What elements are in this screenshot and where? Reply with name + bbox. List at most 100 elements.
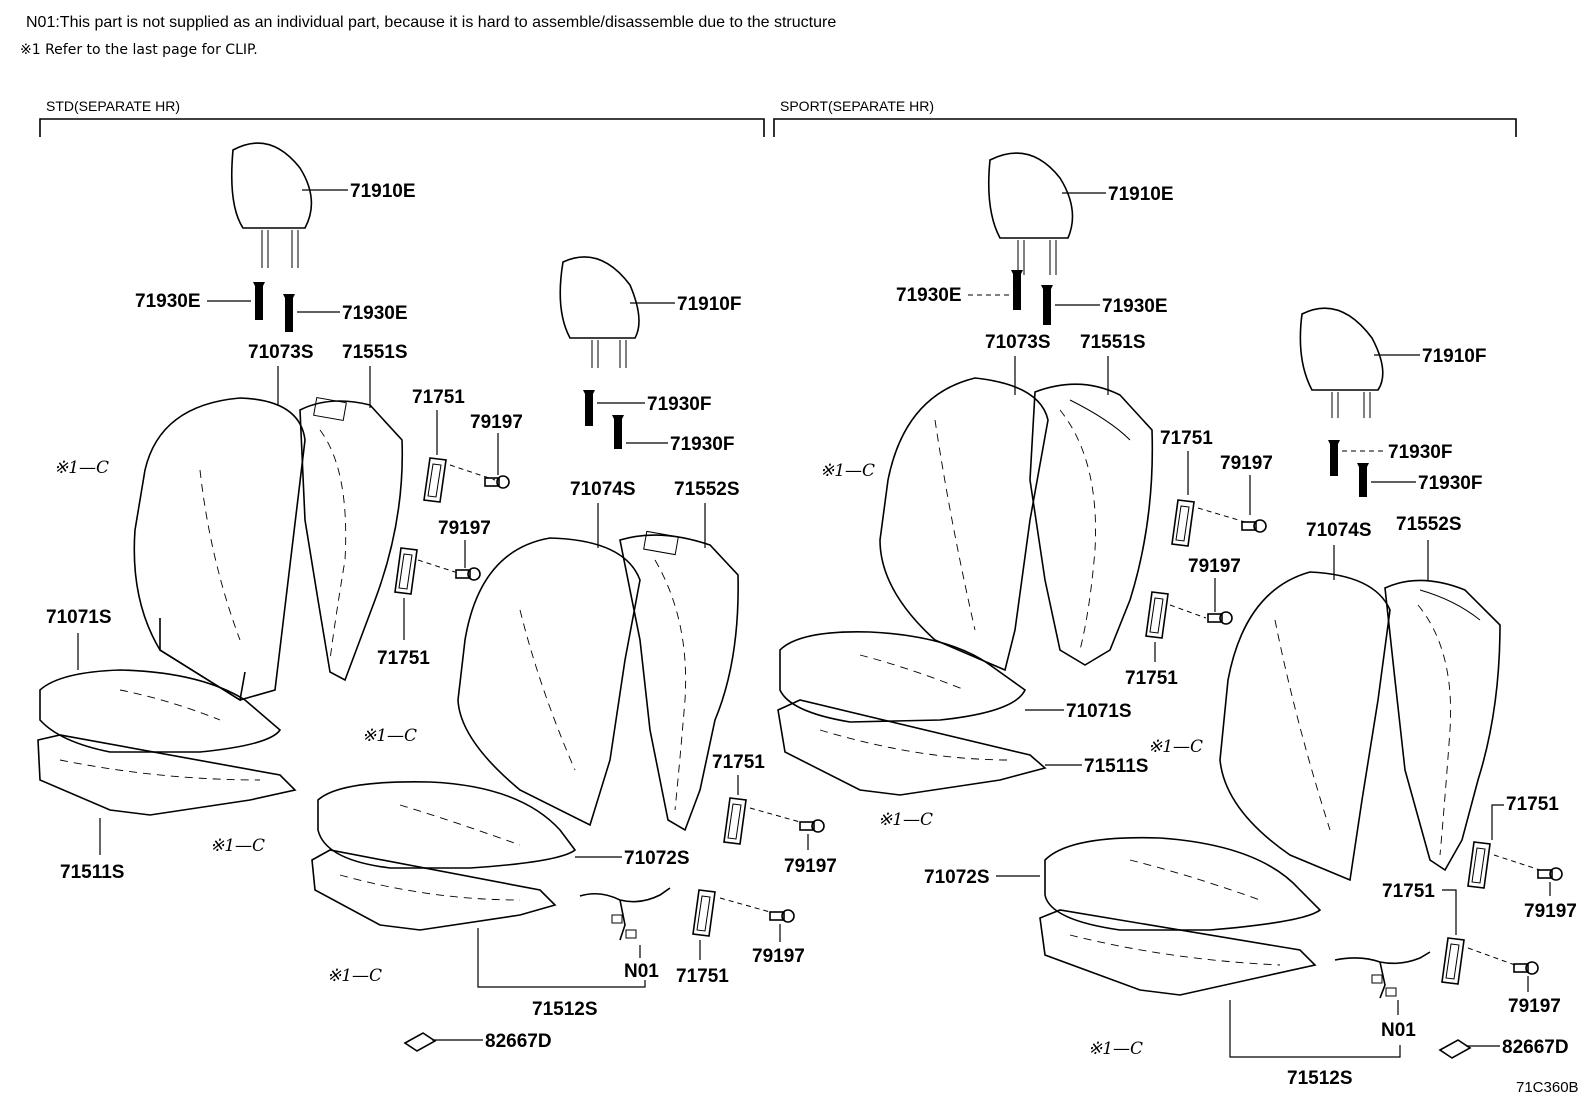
headrest-guide-std-a xyxy=(253,282,265,320)
label-71751-std-a: 71751 xyxy=(412,387,465,408)
seatback-rear-sport xyxy=(1219,571,1391,882)
clip-marker-std-2: ※1—C xyxy=(210,836,265,856)
label-71751-std-b: 71751 xyxy=(377,648,430,669)
headrest-guide-sport-a xyxy=(1011,270,1023,310)
headrest-front-sport xyxy=(987,152,1074,275)
side-cover-sport-a xyxy=(1171,499,1195,547)
side-cover-sport-b xyxy=(1145,591,1169,639)
cushion-front-std xyxy=(39,669,282,753)
sensor-sport xyxy=(1438,1039,1472,1059)
label-71930F-std-a: 71930F xyxy=(647,394,711,415)
label-71930E-std-a: 71930E xyxy=(135,291,201,312)
label-71074S-sport: 71074S xyxy=(1306,520,1372,541)
seatback-frame-front-sport xyxy=(1029,383,1154,666)
clip-marker-std-1: ※1—C xyxy=(54,458,109,478)
screw-std-b xyxy=(455,567,481,581)
label-71751-sport-b: 71751 xyxy=(1125,668,1178,689)
sensor-std xyxy=(403,1032,437,1052)
harness-sport xyxy=(1334,951,1431,999)
clip-marker-std-4: ※1—C xyxy=(327,966,382,986)
label-71072S-sport: 71072S xyxy=(924,867,990,888)
cushion-front-sport xyxy=(779,631,1027,723)
section-sport-bracket xyxy=(773,118,1517,137)
section-std-bracket xyxy=(39,118,765,137)
diagram-code: 71C360B xyxy=(1516,1079,1579,1096)
label-79197-sport-b: 79197 xyxy=(1188,556,1241,577)
label-71552S-sport: 71552S xyxy=(1396,514,1462,535)
label-71074S-std: 71074S xyxy=(570,479,636,500)
label-71910F-sport: 71910F xyxy=(1422,346,1486,367)
section-sport-title: SPORT(SEPARATE HR) xyxy=(780,98,934,114)
headrest-guide-sport-d xyxy=(1357,463,1369,497)
note-n01: N01:This part is not supplied as an indi… xyxy=(26,14,836,31)
cushion-pad-rear-std xyxy=(311,849,557,931)
label-71073S-std: 71073S xyxy=(248,342,314,363)
label-71512S-sport: 71512S xyxy=(1287,1068,1353,1089)
label-71551S-sport: 71551S xyxy=(1080,332,1146,353)
cushion-pad-front-std xyxy=(37,734,297,816)
label-71071S-std: 71071S xyxy=(46,607,112,628)
seatback-front-sport xyxy=(879,377,1049,672)
side-cover-std-a xyxy=(423,457,447,503)
label-71073S-sport: 71073S xyxy=(985,332,1051,353)
cushion-pad-rear-sport xyxy=(1039,909,1317,996)
label-71910E-std: 71910E xyxy=(350,181,416,202)
label-71930E-sport-b: 71930E xyxy=(1102,296,1168,317)
label-71551S-std: 71551S xyxy=(342,342,408,363)
harness-std xyxy=(579,887,671,941)
label-71512S-std: 71512S xyxy=(532,999,598,1020)
label-79197-std-b: 79197 xyxy=(438,518,491,539)
headrest-guide-std-c xyxy=(583,390,595,426)
label-71072S-std: 71072S xyxy=(624,848,690,869)
label-82667D-std: 82667D xyxy=(485,1031,552,1052)
clip-marker-std-3: ※1—C xyxy=(362,726,417,746)
label-79197-sport-a: 79197 xyxy=(1220,453,1273,474)
side-cover-std-c xyxy=(723,797,747,845)
label-71910E-sport: 71910E xyxy=(1108,184,1174,205)
label-71930E-std-b: 71930E xyxy=(342,303,408,324)
label-N01-std: N01 xyxy=(624,961,659,982)
screw-std-d xyxy=(769,909,795,923)
screw-std-a xyxy=(484,475,510,489)
headrest-front-std xyxy=(230,142,313,268)
headrest-guide-sport-c xyxy=(1328,440,1340,476)
seatback-frame-rear-sport xyxy=(1384,579,1501,872)
label-79197-sport-d: 79197 xyxy=(1508,996,1561,1017)
label-71930F-sport-a: 71930F xyxy=(1388,442,1452,463)
seatback-frame-front-std xyxy=(299,396,404,682)
label-82667D-sport: 82667D xyxy=(1502,1037,1569,1058)
headrest-rear-sport xyxy=(1299,307,1384,418)
seatback-frame-rear-std xyxy=(619,530,739,832)
section-std-title: STD(SEPARATE HR) xyxy=(46,98,180,114)
label-71930F-sport-b: 71930F xyxy=(1418,473,1482,494)
headrest-rear-std xyxy=(559,256,640,368)
screw-std-c xyxy=(799,819,825,833)
label-71751-std-c: 71751 xyxy=(712,752,765,773)
clip-marker-sport-3: ※1—C xyxy=(878,810,933,830)
cushion-rear-std xyxy=(317,781,577,869)
clip-marker-sport-4: ※1—C xyxy=(1088,1039,1143,1059)
label-71511S-sport: 71511S xyxy=(1084,756,1148,777)
label-71930F-std-b: 71930F xyxy=(670,434,734,455)
clip-marker-sport-2: ※1—C xyxy=(1148,737,1203,757)
cushion-rear-sport xyxy=(1044,836,1322,931)
headrest-guide-std-d xyxy=(612,415,624,449)
headrest-guide-std-b xyxy=(283,294,295,332)
label-79197-sport-c: 79197 xyxy=(1524,901,1577,922)
label-71071S-sport: 71071S xyxy=(1066,701,1132,722)
note-clip-ref: ※1 Refer to the last page for CLIP. xyxy=(20,42,258,58)
label-79197-std-d: 79197 xyxy=(752,946,805,967)
label-N01-sport: N01 xyxy=(1381,1020,1416,1041)
seatback-front-std xyxy=(133,397,306,702)
side-cover-sport-d xyxy=(1441,937,1465,985)
label-71751-sport-c: 71751 xyxy=(1506,794,1559,815)
clip-marker-sport-1: ※1—C xyxy=(820,461,875,481)
label-71930E-sport-a: 71930E xyxy=(896,285,962,306)
label-71552S-std: 71552S xyxy=(674,479,740,500)
screw-sport-c xyxy=(1537,867,1563,881)
screw-sport-a xyxy=(1241,519,1267,533)
side-cover-std-d xyxy=(692,889,716,937)
headrest-guide-sport-b xyxy=(1041,285,1053,325)
